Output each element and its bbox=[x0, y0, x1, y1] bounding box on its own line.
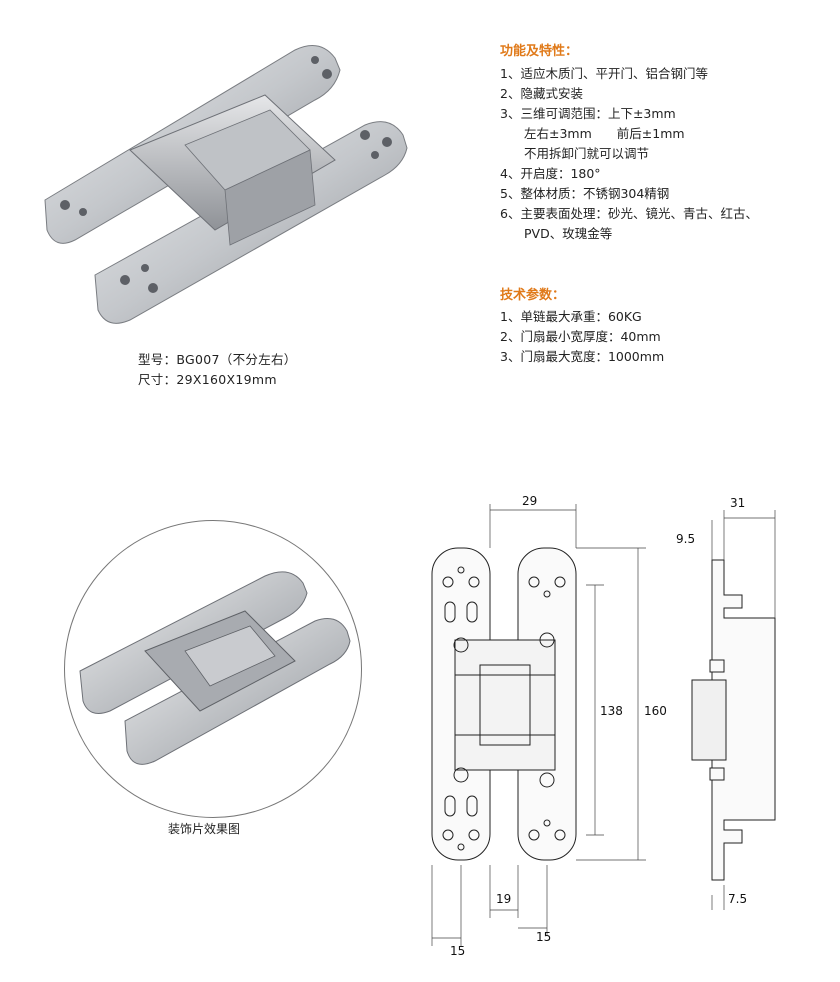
feature-line: 4、开启度：180° bbox=[500, 164, 758, 184]
dim-side-offset-bottom: 7.5 bbox=[728, 892, 747, 906]
feature-line: 3、三维可调范围：上下±3mm bbox=[500, 104, 758, 124]
dim-height-total: 160 bbox=[644, 704, 667, 718]
dim-bottom-inner: 19 bbox=[496, 892, 511, 906]
features-title: 功能及特性： bbox=[500, 40, 578, 59]
decor-cover-image bbox=[64, 520, 362, 818]
side-view-svg bbox=[690, 490, 810, 920]
front-view-drawing: 29 138 160 19 15 15 bbox=[410, 490, 680, 970]
front-view-svg bbox=[410, 490, 680, 970]
feature-line: 不用拆卸门就可以调节 bbox=[500, 144, 758, 164]
feature-line: 5、整体材质：不锈钢304精钢 bbox=[500, 184, 758, 204]
spec-line: 1、单链最大承重：60KG bbox=[500, 307, 664, 327]
feature-line: 6、主要表面处理：砂光、镜光、青古、红古、 bbox=[500, 204, 758, 224]
dim-height-inner: 138 bbox=[600, 704, 623, 718]
dim-side-width: 31 bbox=[730, 496, 745, 510]
dim-bottom-right: 15 bbox=[536, 930, 551, 944]
dim-side-offset-top: 9.5 bbox=[676, 532, 695, 546]
model-label: 型号：BG007（不分左右） bbox=[138, 349, 297, 368]
side-view-drawing: 31 9.5 7.5 bbox=[690, 490, 810, 920]
decor-caption: 装饰片效果图 bbox=[168, 820, 240, 837]
feature-line: 左右±3mm 前后±1mm bbox=[500, 124, 758, 144]
dim-width-top: 29 bbox=[522, 494, 537, 508]
spec-line: 2、门扇最小宽厚度：40mm bbox=[500, 327, 664, 347]
feature-line: 2、隐藏式安装 bbox=[500, 84, 758, 104]
dim-bottom-left: 15 bbox=[450, 944, 465, 958]
specs-title: 技术参数： bbox=[500, 284, 565, 303]
specs-list: 1、单链最大承重：60KG 2、门扇最小宽厚度：40mm 3、门扇最大宽度：10… bbox=[500, 307, 664, 367]
feature-line: 1、适应木质门、平开门、铝合钢门等 bbox=[500, 64, 758, 84]
hinge-product-image bbox=[35, 30, 435, 340]
feature-line: PVD、玫瑰金等 bbox=[500, 224, 758, 244]
size-label: 尺寸：29X160X19mm bbox=[138, 369, 277, 388]
spec-line: 3、门扇最大宽度：1000mm bbox=[500, 347, 664, 367]
features-list: 1、适应木质门、平开门、铝合钢门等 2、隐藏式安装 3、三维可调范围：上下±3m… bbox=[500, 64, 758, 244]
